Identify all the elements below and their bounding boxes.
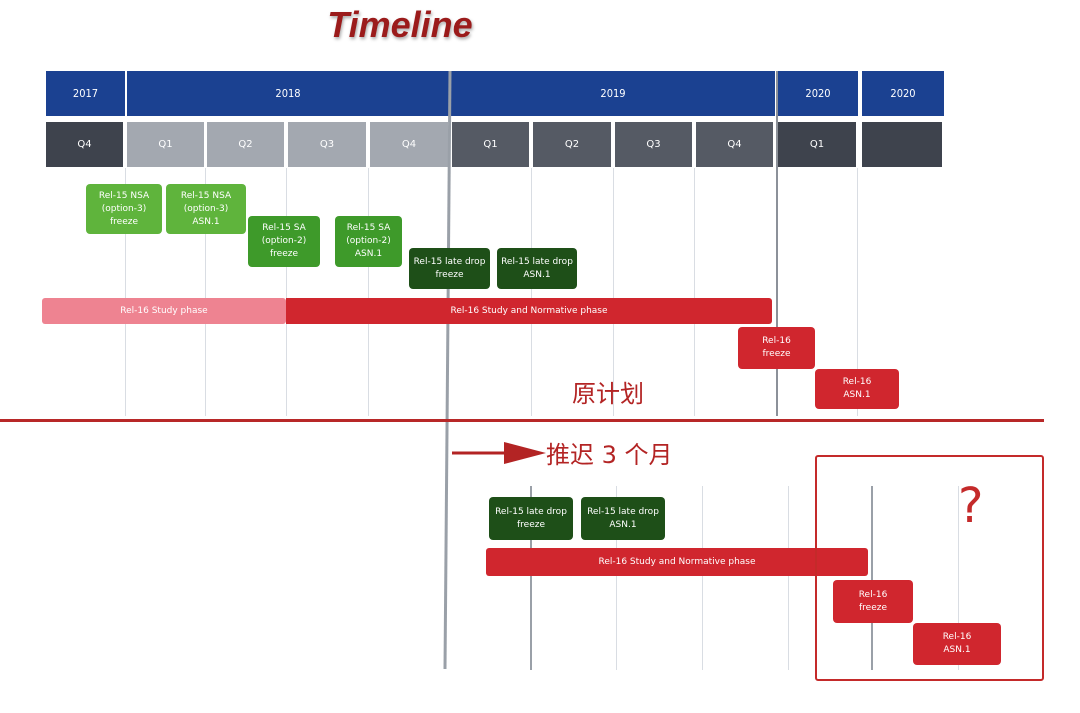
page-title: Timeline — [327, 4, 473, 45]
year-boundary-line — [776, 71, 778, 416]
grid-line — [958, 486, 959, 670]
label-original-plan: 原计划 — [572, 380, 644, 408]
delayed-rel15-late-drop-asn: Rel-15 late drop ASN.1 — [581, 497, 665, 540]
grid-line — [125, 168, 126, 416]
milestone-rel15-nsa-asn: Rel-15 NSA (option-3) ASN.1 — [166, 184, 246, 234]
quarter-2019-q1: Q1 — [452, 122, 529, 167]
quarter-2018-q3: Q3 — [288, 122, 366, 167]
delayed-grid-line — [530, 486, 532, 670]
delayed-bar-rel16-normative-phase: Rel-16 Study and Normative phase — [486, 548, 868, 576]
delayed-rel16-asn: Rel-16 ASN.1 — [913, 623, 1001, 665]
delayed-grid-line — [871, 486, 873, 670]
quarter-2019-q4: Q4 — [696, 122, 773, 167]
question-mark: ? — [958, 478, 984, 534]
delayed-rel16-freeze: Rel-16 freeze — [833, 580, 913, 623]
label-delay-3-months: 推迟 3 个月 — [546, 441, 673, 469]
quarter-2020-empty — [862, 122, 942, 167]
grid-line — [613, 168, 614, 416]
milestone-rel15-nsa-freeze: Rel-15 NSA (option-3) freeze — [86, 184, 162, 234]
milestone-rel16-asn: Rel-16 ASN.1 — [815, 369, 899, 409]
year-header-2018: 2018 — [127, 71, 449, 116]
grid-line — [857, 168, 858, 416]
quarter-2018-q2: Q2 — [207, 122, 284, 167]
milestone-rel15-sa-asn: Rel-15 SA (option-2) ASN.1 — [335, 216, 402, 267]
delayed-rel15-late-drop-freeze: Rel-15 late drop freeze — [489, 497, 573, 540]
quarter-2020-q1: Q1 — [778, 122, 856, 167]
milestone-rel15-late-drop-asn: Rel-15 late drop ASN.1 — [497, 248, 577, 289]
quarter-2017-q4: Q4 — [46, 122, 123, 167]
grid-line — [531, 168, 532, 416]
milestone-rel16-freeze: Rel-16 freeze — [738, 327, 815, 369]
delay-arrow-icon — [452, 442, 546, 464]
year-header-2019: 2019 — [451, 71, 775, 116]
current-date-line — [443, 71, 452, 670]
quarter-2018-q4: Q4 — [370, 122, 448, 167]
grid-line — [368, 168, 369, 416]
grid-line — [205, 168, 206, 416]
section-divider — [0, 419, 1044, 422]
grid-line — [702, 486, 703, 670]
year-header-2020-a: 2020 — [778, 71, 858, 116]
grid-line — [616, 486, 617, 670]
year-header-2020-b: 2020 — [862, 71, 944, 116]
uncertainty-frame — [815, 455, 1044, 681]
bar-rel16-study-phase: Rel-16 Study phase — [42, 298, 286, 324]
quarter-2019-q3: Q3 — [615, 122, 692, 167]
year-header-2017: 2017 — [46, 71, 125, 116]
grid-line — [788, 486, 789, 670]
quarter-2018-q1: Q1 — [127, 122, 204, 167]
milestone-rel15-sa-freeze: Rel-15 SA (option-2) freeze — [248, 216, 320, 267]
grid-line — [694, 168, 695, 416]
milestone-rel15-late-drop-freeze: Rel-15 late drop freeze — [409, 248, 490, 289]
grid-line — [286, 168, 287, 416]
bar-rel16-normative-phase: Rel-16 Study and Normative phase — [286, 298, 772, 324]
quarter-2019-q2: Q2 — [533, 122, 611, 167]
